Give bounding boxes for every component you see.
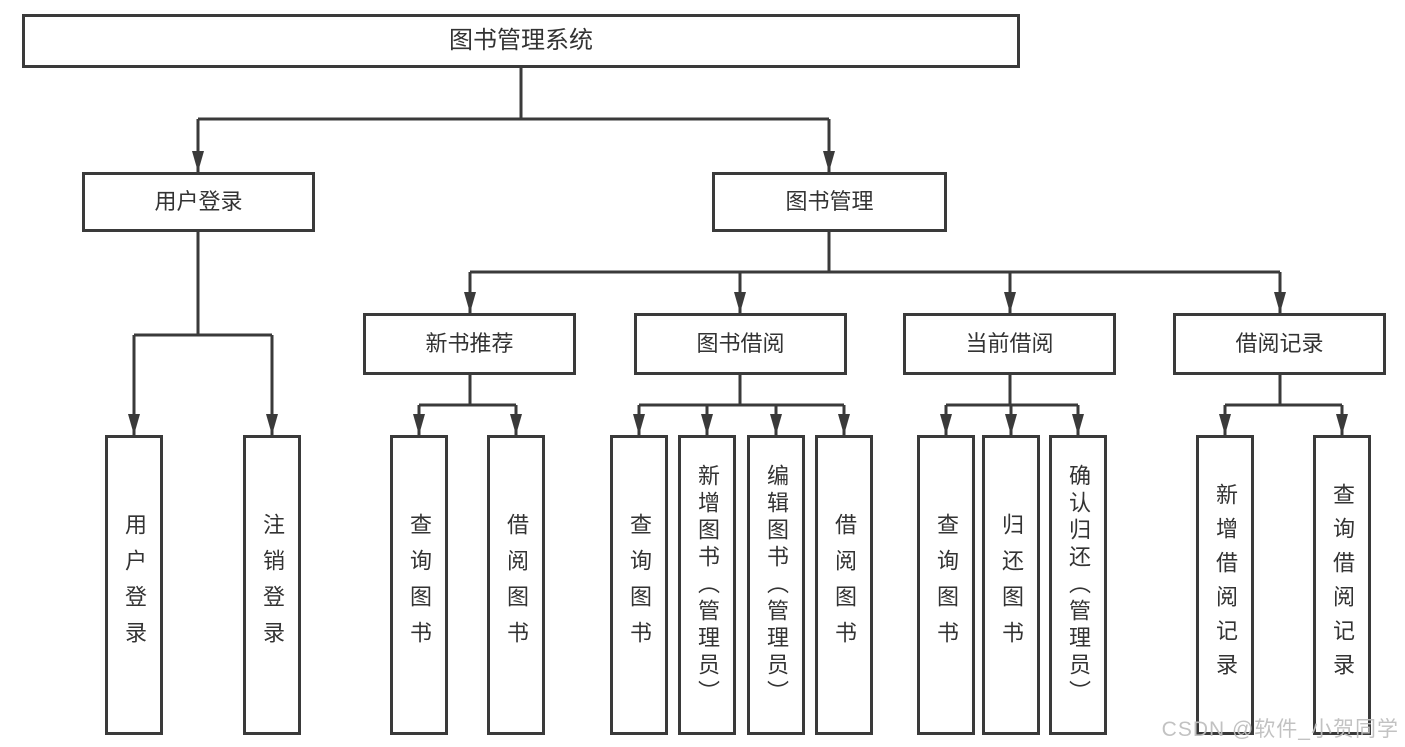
leaf-return-books: 归还图书 [982,435,1040,735]
leaf-label: 查询借阅记录 [1330,483,1355,687]
node-borrow-records: 借阅记录 [1173,313,1386,375]
leaf-label: 新增借阅记录 [1213,483,1238,687]
leaf-label: 用户登录 [122,513,147,657]
leaf-borrow-books: 借阅图书 [815,435,873,735]
leaf-label: 新增图书（管理员） [695,463,720,707]
csdn-watermark: CSDN @软件_小贺同学 [1161,718,1399,741]
leaf-label: 归还图书 [999,513,1024,657]
leaf-query-borrow-record: 查询借阅记录 [1313,435,1371,735]
leaf-label: 注销登录 [260,513,285,657]
node-root-library-system: 图书管理系统 [22,14,1020,68]
leaf-label: 查询图书 [934,513,959,657]
node-user-login: 用户登录 [82,172,315,232]
leaf-borrow-books-recommend: 借阅图书 [487,435,545,735]
leaf-label: 编辑图书（管理员） [764,463,789,707]
leaf-label: 查询图书 [627,513,652,657]
leaf-add-borrow-record: 新增借阅记录 [1196,435,1254,735]
leaf-logout: 注销登录 [243,435,301,735]
leaf-label: 借阅图书 [504,513,529,657]
node-new-book-recommend: 新书推荐 [363,313,576,375]
leaf-user-login: 用户登录 [105,435,163,735]
leaf-confirm-return-admin: 确认归还（管理员） [1049,435,1107,735]
node-book-borrow: 图书借阅 [634,313,847,375]
leaf-label: 借阅图书 [832,513,857,657]
leaf-add-books-admin: 新增图书（管理员） [678,435,736,735]
leaf-label: 确认归还（管理员） [1066,463,1091,707]
leaf-query-books-recommend: 查询图书 [390,435,448,735]
leaf-query-books-current: 查询图书 [917,435,975,735]
node-book-management: 图书管理 [712,172,947,232]
leaf-query-books-borrow: 查询图书 [610,435,668,735]
node-current-borrow: 当前借阅 [903,313,1116,375]
leaf-edit-books-admin: 编辑图书（管理员） [747,435,805,735]
leaf-label: 查询图书 [407,513,432,657]
